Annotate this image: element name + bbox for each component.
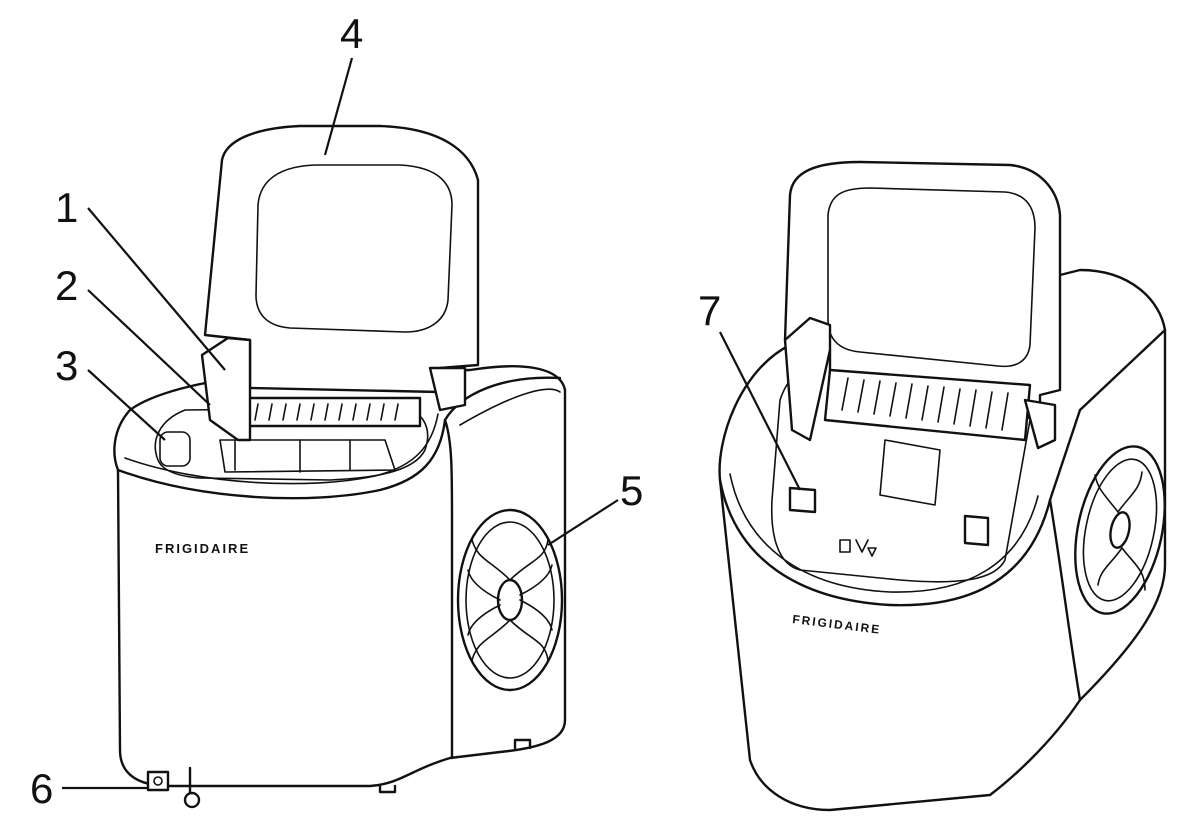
rear-lid-window: [827, 187, 1036, 368]
front-top-rim: [116, 376, 562, 500]
callout-label-3: 3: [55, 342, 78, 389]
rear-front-rim: [718, 408, 1082, 607]
front-inner-bin: [154, 407, 429, 481]
rear-water-level-sensor: [788, 486, 817, 514]
callout-label-4: 4: [340, 10, 363, 57]
front-water-inlet: [159, 431, 191, 467]
callout-4: 4: [323, 10, 363, 156]
front-side-edge: [443, 418, 454, 760]
callout-6: 6: [30, 765, 148, 812]
callout-label-5: 5: [620, 467, 643, 514]
callout-3: 3: [55, 342, 166, 441]
front-lid: [203, 124, 480, 394]
front-evaporator: [238, 396, 422, 428]
callout-label-6: 6: [30, 765, 53, 812]
front-brand-label: FRIGIDAIRE: [155, 541, 250, 556]
front-fan-vent: [456, 508, 564, 692]
callout-1: 1: [55, 184, 226, 371]
rear-lid: [783, 160, 1062, 422]
callout-label-7: 7: [698, 287, 721, 334]
callout-7: 7: [698, 287, 801, 491]
callout-label-2: 2: [55, 262, 78, 309]
front-lid-window: [255, 164, 453, 333]
ice-maker-front-view: FRIGIDAIRE: [113, 124, 567, 809]
ice-maker-rear-view: FRIGIDAIRE: [718, 160, 1167, 812]
callout-5: 5: [547, 467, 643, 546]
front-drain-plug: [146, 766, 201, 809]
callout-label-1: 1: [55, 184, 78, 231]
callout-2: 2: [55, 262, 211, 406]
rear-fan-vent: [1074, 445, 1166, 615]
